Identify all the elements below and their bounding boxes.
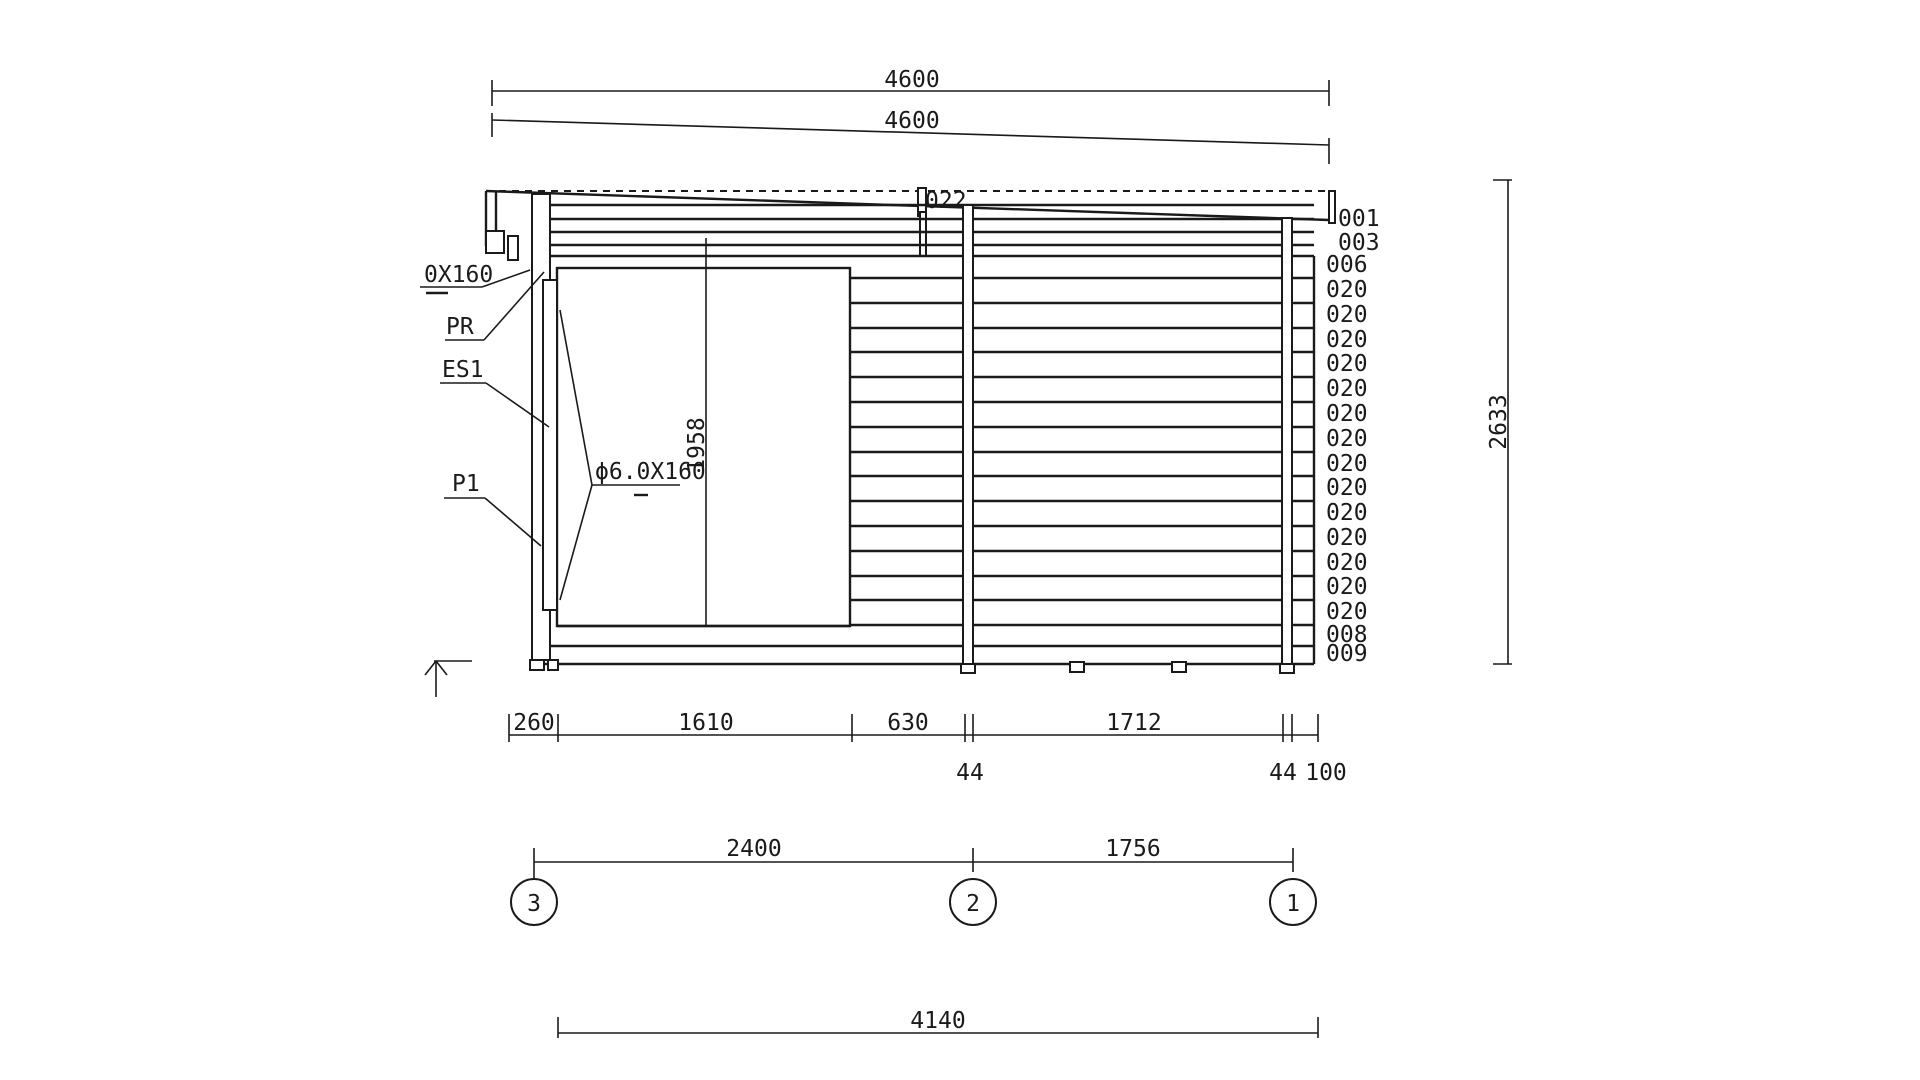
post-right (1279, 217, 1295, 674)
small-dim-right: 44 (1269, 760, 1297, 786)
foundation-label: 4140 (910, 1008, 965, 1034)
log-code: 020 (1326, 525, 1368, 551)
log-code: 003 (1338, 230, 1380, 256)
callouts-left: 0X160 PR ES1 P1 (420, 262, 550, 547)
axis-bubble-3 (510, 878, 558, 926)
segment-260: 260 (513, 710, 555, 736)
segment-1712: 1712 (1106, 710, 1161, 736)
post-left (529, 193, 559, 671)
log-code: 020 (1326, 426, 1368, 452)
height-label: 2633 (1486, 394, 1512, 449)
axis-label-1: 1 (1286, 891, 1300, 917)
log-code: 020 (1326, 327, 1368, 353)
dim-foundation: 4140 (557, 1008, 1319, 1038)
roof-code: 022 (925, 188, 967, 214)
bolt-top-label: 0X160 (424, 262, 493, 288)
dim-height: 2633 (1486, 179, 1512, 665)
door-height-label: 1958 (684, 417, 710, 472)
log-code: 020 (1326, 599, 1368, 625)
small-dim-left: 44 (956, 760, 984, 786)
axis-span-1756: 1756 (1105, 836, 1160, 862)
log-code: 020 (1326, 401, 1368, 427)
dim-segments: 260 1610 630 1712 44 44 100 (508, 710, 1347, 786)
axis-bubble-2 (949, 878, 997, 926)
wall-logs (537, 203, 1316, 666)
log-code: 001 (1338, 206, 1380, 232)
es1-label: ES1 (442, 357, 484, 383)
axis-span-2400: 2400 (726, 836, 781, 862)
log-code: 020 (1326, 550, 1368, 576)
level-marker (424, 660, 472, 697)
log-code: 020 (1326, 500, 1368, 526)
axis-bubble-1 (1269, 878, 1317, 926)
bolt-door-label: ϕ6.0X160 (595, 459, 706, 485)
log-code: 009 (1326, 641, 1368, 667)
dim-top-overall: 4600 (491, 67, 1330, 106)
small-dim-end: 100 (1305, 760, 1347, 786)
dim-top-overall-label: 4600 (884, 67, 939, 93)
dim-top-sloped-label: 4600 (884, 108, 939, 134)
pr-label: PR (446, 314, 474, 340)
segment-1610: 1610 (678, 710, 733, 736)
door-opening: 1958 (555, 238, 852, 628)
base-pads (1069, 661, 1187, 673)
axis-label-3: 3 (527, 891, 541, 917)
roof: 022 (484, 187, 1336, 261)
log-codes: 0010030060200200200200200200200200200200… (1326, 206, 1380, 667)
log-code: 020 (1326, 475, 1368, 501)
log-code: 006 (1326, 252, 1368, 278)
log-code: 020 (1326, 451, 1368, 477)
log-code: 008 (1326, 622, 1368, 648)
axis-bubbles: 3 2 1 (510, 872, 1317, 926)
log-code: 020 (1326, 277, 1368, 303)
dim-axes: 2400 1756 (533, 836, 1294, 872)
post-middle (960, 204, 976, 674)
axis-label-2: 2 (966, 891, 980, 917)
log-code: 020 (1326, 376, 1368, 402)
dim-top-sloped: 4600 (491, 108, 1330, 164)
p1-label: P1 (452, 471, 480, 497)
brace: ϕ6.0X160 (559, 309, 706, 601)
log-code: 020 (1326, 302, 1368, 328)
log-code: 020 (1326, 574, 1368, 600)
segment-630: 630 (887, 710, 929, 736)
log-code: 020 (1326, 351, 1368, 377)
